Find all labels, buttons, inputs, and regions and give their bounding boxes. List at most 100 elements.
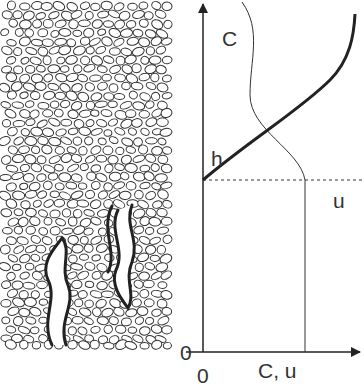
pebble (74, 299, 83, 307)
u-curve (203, 14, 355, 180)
pebble (59, 28, 72, 37)
pebble (52, 0, 66, 12)
pebble (50, 209, 61, 218)
pebble (36, 173, 47, 182)
pebble (73, 137, 82, 146)
pebble (131, 118, 143, 128)
pebble (0, 244, 11, 255)
pebble (90, 216, 103, 227)
pebble (36, 189, 47, 199)
pebble (125, 110, 136, 118)
pebble (35, 12, 46, 21)
pebble (159, 127, 172, 137)
pebble (144, 262, 155, 271)
pebble (32, 199, 43, 209)
burrows (46, 205, 135, 345)
pebble (70, 9, 83, 20)
pebble (1, 299, 12, 307)
pebble (17, 325, 30, 335)
origin-label: 0 (180, 342, 192, 363)
c-curve-label: C (222, 28, 237, 49)
pebble (160, 107, 173, 119)
pebble (19, 91, 29, 99)
pebble (18, 253, 31, 265)
pebble (108, 27, 122, 39)
pebble (37, 136, 49, 146)
pebble (1, 10, 13, 20)
pebble (108, 135, 119, 144)
pebble (2, 317, 10, 324)
pebble (97, 10, 109, 18)
pebble (65, 181, 77, 189)
pebble (13, 225, 23, 234)
pebble (77, 290, 88, 300)
pebble (70, 153, 83, 164)
pebble (138, 235, 151, 246)
pebble (12, 190, 25, 200)
pebble (80, 36, 91, 46)
pebble (78, 182, 87, 189)
pebble (97, 189, 109, 200)
pebble (0, 261, 11, 272)
pebble (83, 316, 94, 326)
pebble (124, 340, 138, 351)
pebble (19, 271, 30, 280)
pebble (115, 325, 126, 334)
pebble (84, 81, 96, 93)
pebble (122, 82, 131, 90)
pebble (18, 145, 30, 154)
pebble (90, 340, 99, 349)
pebble (79, 109, 91, 118)
pebble (23, 173, 34, 182)
pebble (102, 74, 112, 81)
pebble (157, 137, 167, 146)
pebble (139, 2, 148, 10)
pebble (109, 172, 122, 182)
pebble (34, 81, 46, 91)
pebble (50, 29, 60, 38)
pebble (68, 128, 78, 136)
pebble (67, 109, 79, 120)
pebble (107, 117, 118, 127)
pebble (134, 315, 145, 325)
pebble (95, 100, 108, 108)
pebble (115, 147, 124, 155)
pebble (11, 171, 24, 181)
pebble (133, 225, 145, 235)
pebble (140, 165, 150, 172)
pebble (41, 235, 53, 246)
pebble (56, 56, 66, 64)
pebble (98, 227, 108, 237)
pebble (90, 127, 103, 136)
pebble (30, 162, 43, 174)
pebble (25, 263, 34, 270)
pebble (32, 341, 41, 349)
pebble (8, 18, 19, 29)
pebble (150, 73, 160, 83)
pebble (0, 208, 12, 218)
pebble (86, 171, 97, 181)
pebble (113, 181, 126, 191)
pebble (7, 144, 19, 155)
pebble (149, 56, 161, 65)
pebble (70, 173, 83, 184)
pebble (128, 327, 137, 333)
pebble (18, 36, 31, 48)
pebble (19, 3, 30, 11)
pebble (114, 93, 125, 100)
pebble (30, 91, 41, 101)
pebble (128, 90, 139, 100)
pebble (77, 73, 89, 83)
pebble (72, 224, 86, 236)
pebble (101, 1, 113, 10)
pebble (36, 65, 46, 73)
pebble (19, 108, 32, 119)
pebble (162, 2, 172, 11)
pebble (121, 136, 135, 147)
pebble (81, 56, 90, 65)
pebble (151, 146, 163, 156)
pebble (144, 190, 156, 201)
pebble (125, 163, 138, 173)
pebble (18, 308, 30, 317)
pebble (4, 338, 18, 350)
